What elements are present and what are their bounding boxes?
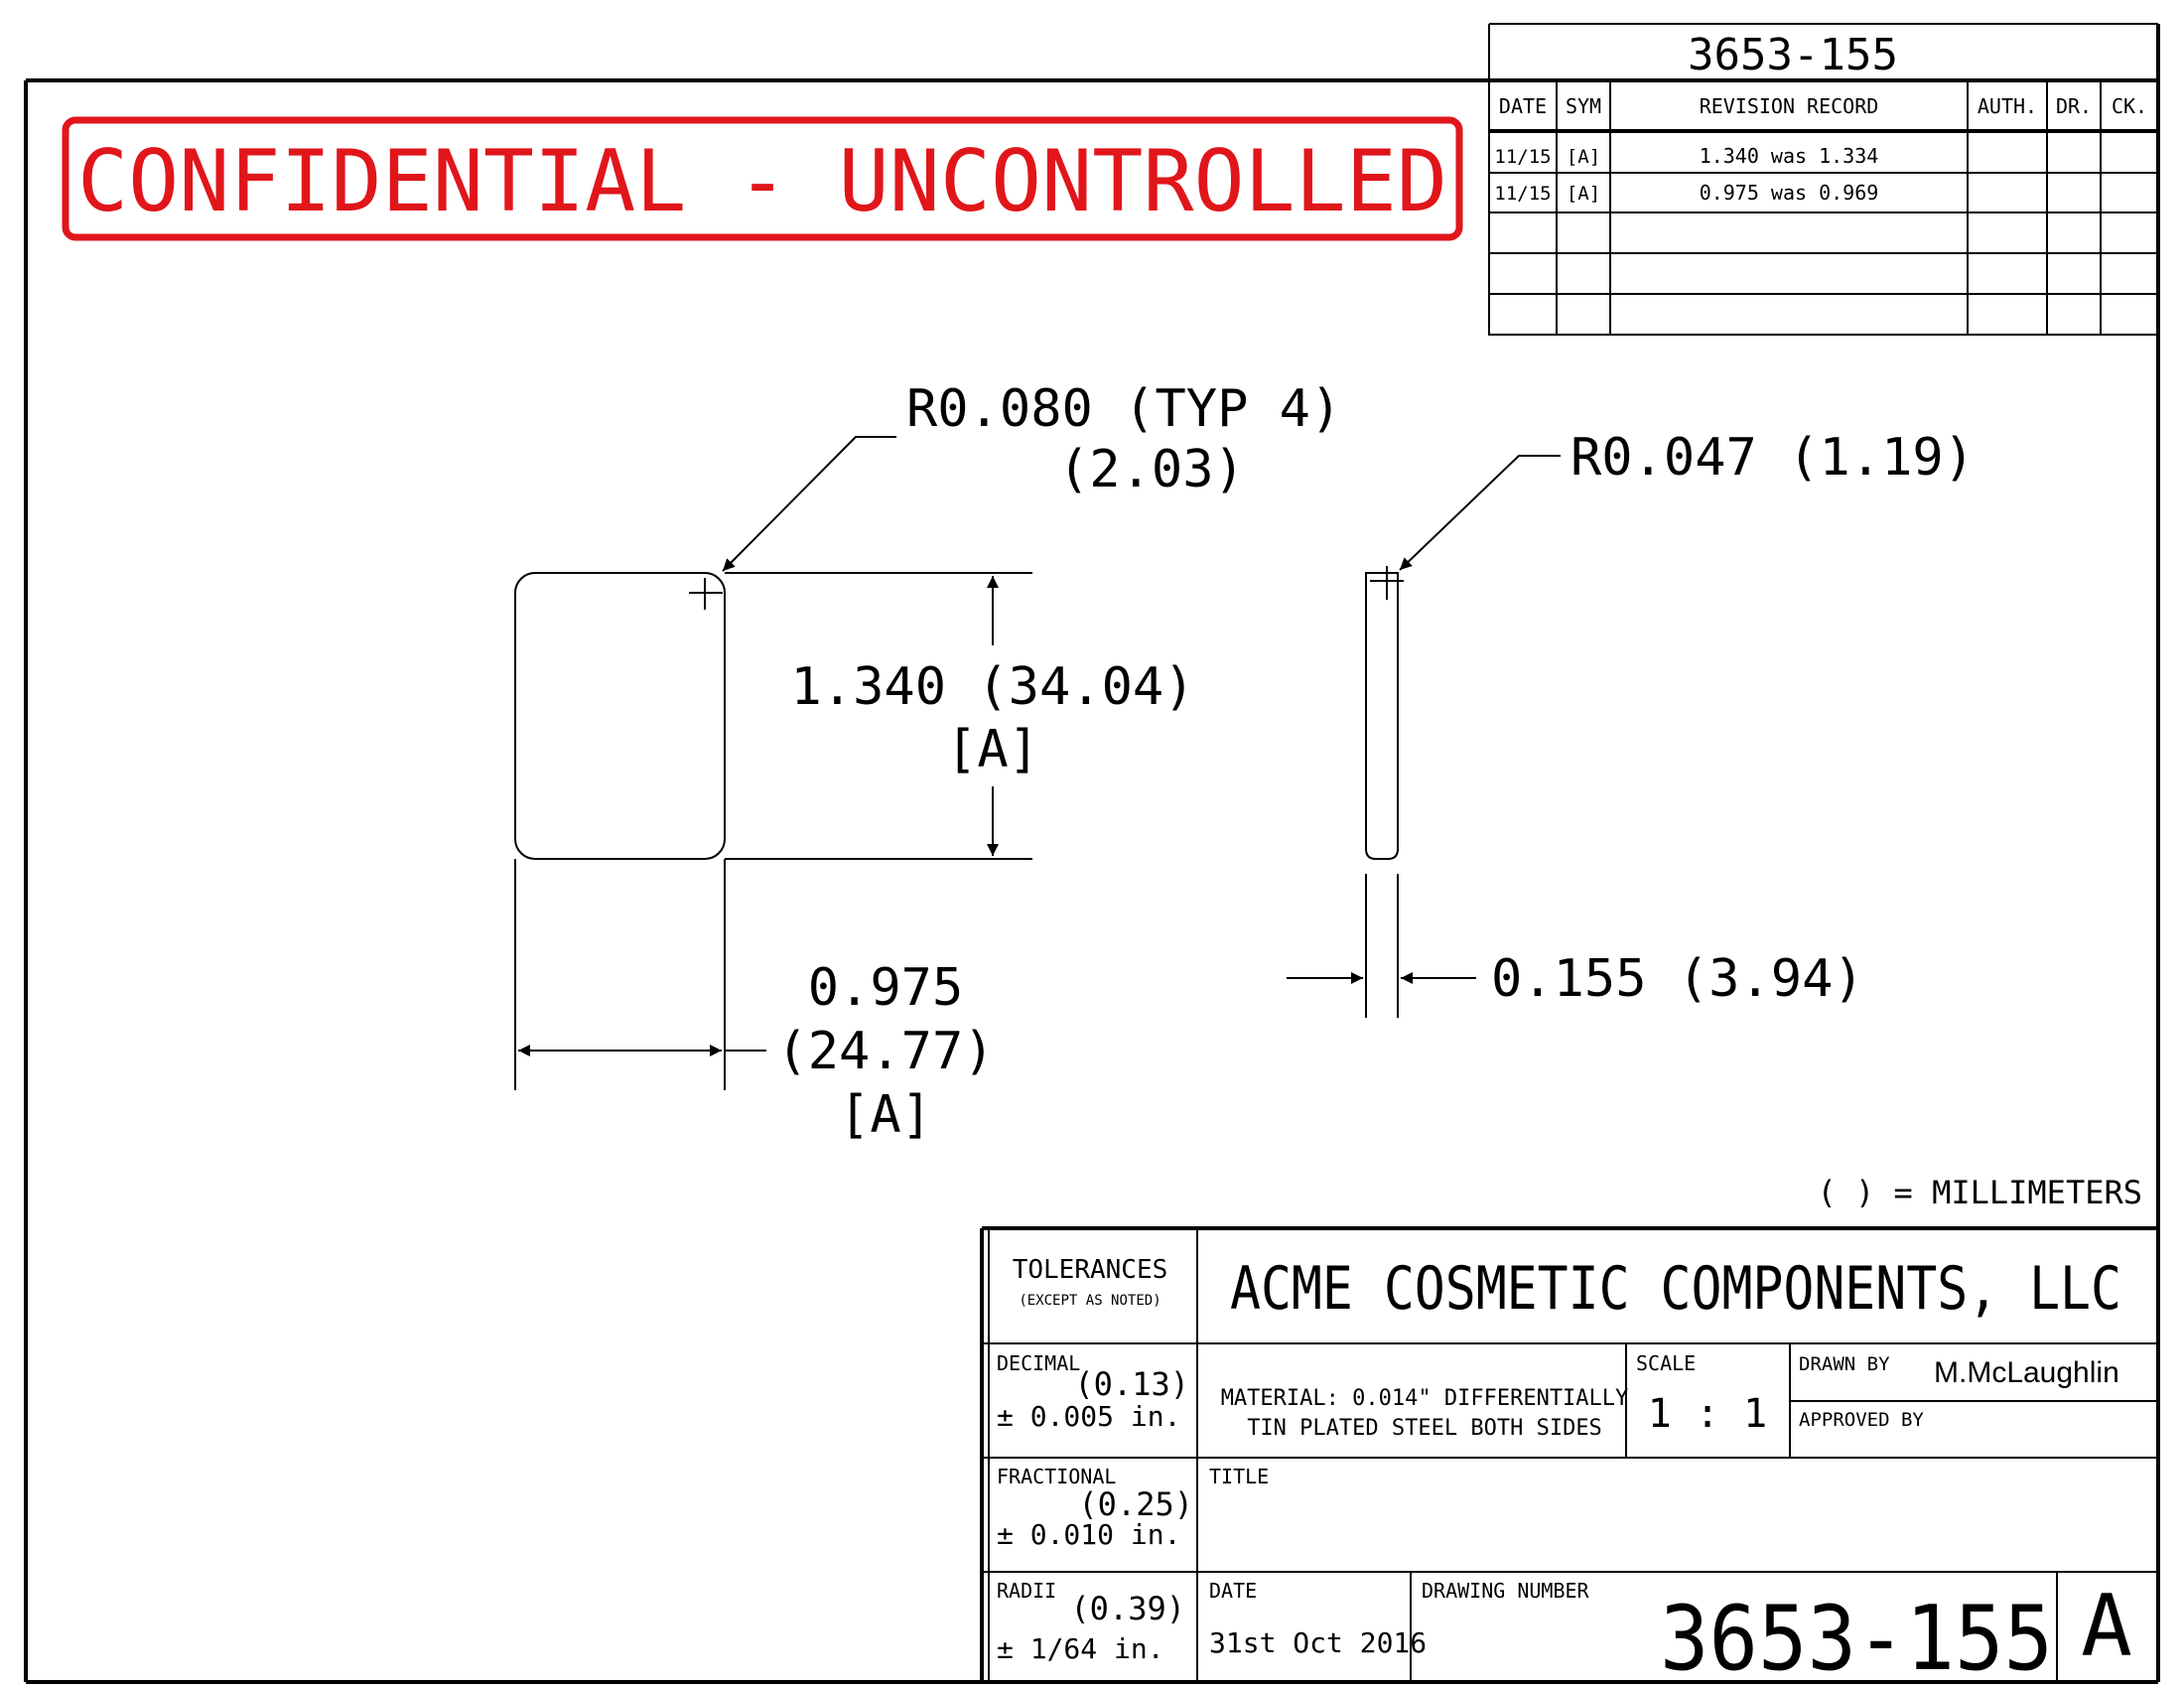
- thickness-dimension-label: 0.155 (3.94): [1491, 949, 1864, 1009]
- height-tag-label: [A]: [946, 720, 1039, 779]
- rev-header-record: REVISION RECORD: [1700, 94, 1879, 118]
- revision-letter: A: [2081, 1577, 2132, 1676]
- edge-radius-label: R0.047 (1.19): [1570, 428, 1975, 488]
- rev-row-1-sym: [A]: [1567, 146, 1600, 168]
- radii-value: ± 1/64 in.: [997, 1632, 1164, 1665]
- front-view: R0.080 (TYP 4) (2.03) 1.340 (34.04) [A] …: [514, 379, 1341, 1145]
- rev-row-2-record: 0.975 was 0.969: [1700, 181, 1879, 205]
- material-line-2: TIN PLATED STEEL BOTH SIDES: [1247, 1416, 1602, 1441]
- material-line-1: MATERIAL: 0.014" DIFFERENTIALLY: [1221, 1386, 1629, 1411]
- scale-value: 1 : 1: [1648, 1391, 1767, 1437]
- rev-row-1-record: 1.340 was 1.334: [1700, 144, 1879, 168]
- company-name: ACME COSMETIC COMPONENTS, LLC: [1230, 1254, 2121, 1324]
- decimal-mm: (0.13): [1074, 1365, 1189, 1403]
- width-tag-label: [A]: [839, 1085, 932, 1145]
- rev-header-dr: DR.: [2056, 94, 2092, 118]
- rev-header-ck: CK.: [2112, 94, 2147, 118]
- drawing-number-label: DRAWING NUMBER: [1422, 1579, 1590, 1603]
- drawn-by-value: M.McLaughlin: [1934, 1356, 2119, 1389]
- tolerances-label: TOLERANCES: [1013, 1255, 1168, 1285]
- decimal-label: DECIMAL: [997, 1351, 1080, 1375]
- corner-radius-mm-label: (2.03): [1058, 440, 1245, 499]
- corner-radius-label: R0.080 (TYP 4): [906, 379, 1341, 439]
- rev-header-auth: AUTH.: [1978, 94, 2037, 118]
- title-block: TOLERANCES (EXCEPT AS NOTED) ACME COSMET…: [980, 1226, 2158, 1688]
- rev-header-date: DATE: [1499, 94, 1547, 118]
- radii-mm: (0.39): [1070, 1590, 1185, 1627]
- top-number-box: 3653-155: [1488, 23, 2158, 80]
- approved-by-label: APPROVED BY: [1799, 1409, 1924, 1431]
- height-dimension-label: 1.340 (34.04): [791, 657, 1195, 717]
- fractional-label: FRACTIONAL: [997, 1465, 1116, 1488]
- decimal-value: ± 0.005 in.: [997, 1400, 1180, 1433]
- date-label: DATE: [1209, 1579, 1257, 1603]
- fractional-mm: (0.25): [1078, 1485, 1193, 1523]
- drawn-by-label: DRAWN BY: [1799, 1353, 1890, 1375]
- drawing-number-value: 3653-155: [1660, 1587, 2053, 1688]
- title-label: TITLE: [1209, 1465, 1269, 1488]
- fractional-value: ± 0.010 in.: [997, 1518, 1180, 1551]
- rev-header-sym: SYM: [1566, 94, 1601, 118]
- scale-label: SCALE: [1636, 1351, 1696, 1375]
- side-view: R0.047 (1.19) 0.155 (3.94): [1287, 428, 1975, 1018]
- confidential-banner: CONFIDENTIAL - UNCONTROLLED: [62, 116, 1463, 241]
- units-note: ( ) = MILLIMETERS: [1817, 1174, 2142, 1211]
- width-mm-label: (24.77): [776, 1022, 994, 1081]
- rev-row-2-sym: [A]: [1567, 183, 1600, 205]
- revision-table: DATE SYM REVISION RECORD AUTH. DR. CK. 1…: [1488, 79, 2159, 336]
- sheet-border: [24, 24, 2160, 1684]
- top-drawing-number: 3653-155: [1688, 30, 1898, 80]
- except-noted-label: (EXCEPT AS NOTED): [1019, 1293, 1160, 1309]
- date-value: 31st Oct 2016: [1209, 1626, 1427, 1659]
- confidential-text: CONFIDENTIAL - UNCONTROLLED: [77, 132, 1447, 231]
- radii-label: RADII: [997, 1579, 1056, 1603]
- rev-row-2-date: 11/15: [1494, 183, 1551, 205]
- width-dimension-label: 0.975: [808, 958, 964, 1018]
- rev-row-1-date: 11/15: [1494, 146, 1551, 168]
